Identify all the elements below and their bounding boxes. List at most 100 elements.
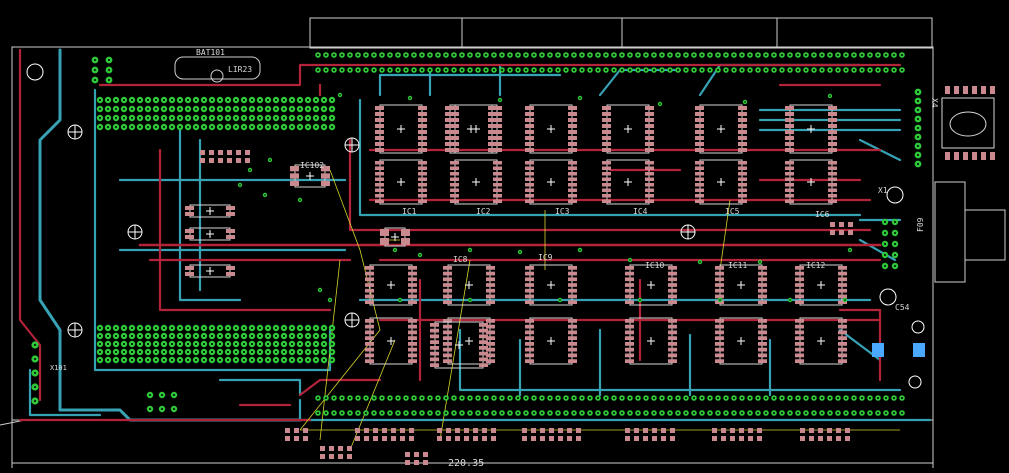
jumper-top-left	[91, 56, 113, 84]
chip-small-2	[185, 227, 235, 241]
edge-connector-bottom-drill	[637, 397, 639, 399]
edge-connector-bottom-drill	[389, 397, 391, 399]
edge-connector-bottom-drill	[437, 412, 439, 414]
resistor-array-1-pad	[364, 428, 369, 433]
header-bottom-left-drill	[291, 327, 293, 329]
chip-top-b-5-pad	[828, 183, 837, 187]
chip-bot-b-0-pad	[408, 336, 417, 340]
x4-outline	[949, 111, 987, 137]
edge-connector-top-drill	[389, 69, 391, 71]
chip-small-3-pad	[185, 266, 194, 270]
via-drill	[699, 261, 701, 263]
chip-small-4-pad	[401, 238, 410, 245]
chip-top-b-1-body	[454, 159, 498, 205]
chip-bot-extra-pad	[479, 323, 488, 327]
edge-connector-bottom-drill	[805, 412, 807, 414]
header-top-left-drill	[155, 117, 157, 119]
db9-connector-drill	[884, 254, 886, 256]
header-bottom-left-drill	[179, 335, 181, 337]
chip-top-a-2-pad	[568, 106, 577, 110]
edge-connector-bottom-drill	[813, 397, 815, 399]
label-f09: F09	[916, 217, 925, 232]
edge-connector-bottom-drill	[589, 412, 591, 414]
edge-connector-top-drill	[381, 69, 383, 71]
chip-bot-a-2-pad	[525, 283, 534, 287]
label-ic11: IC11	[728, 261, 747, 270]
chip-top-a-5-pad	[785, 142, 794, 146]
resistor-array-11-pad	[839, 222, 844, 227]
header-bottom-left-drill	[147, 359, 149, 361]
chip-top-a-0-pad	[375, 124, 384, 128]
chip-top-a-3-pad	[645, 130, 654, 134]
resistor-array-4-pad	[670, 428, 675, 433]
chip-top-a-0-pad	[375, 106, 384, 110]
chip-bot-b-1-pad	[486, 330, 495, 335]
chip-top-b-3-pad	[645, 172, 654, 176]
chip-bot-a-3-pad	[668, 300, 677, 304]
chip-bot-a-2-pad	[568, 271, 577, 276]
chip-top-a-1-pad	[493, 112, 502, 116]
chip-top-b-2-pad	[568, 194, 577, 198]
chip-bot-a-0-pad	[408, 294, 417, 299]
chip-top-a-4-pad	[738, 106, 747, 110]
chip-small-2-pad	[185, 235, 194, 239]
edge-connector-top-drill	[365, 54, 367, 56]
header-bottom-left-drill	[323, 327, 325, 329]
resistor-array-1-pad	[373, 428, 378, 433]
chip-bot-a-2-pad	[525, 271, 534, 276]
resistor-array-3-pad	[567, 436, 572, 441]
chip-bot-b-2-pad	[568, 336, 577, 340]
header-bottom-left-drill	[131, 327, 133, 329]
header-top-left-drill	[163, 126, 165, 128]
chip-top-b-4-pad	[738, 172, 747, 176]
chip-top-b-1	[450, 159, 502, 205]
edge-connector-bottom-drill	[845, 397, 847, 399]
chip-bot-b-5-pad	[795, 353, 804, 358]
small-connector-drill	[149, 394, 151, 396]
chip-bot-b-2-pad	[525, 347, 534, 352]
resistor-array-2-pad	[482, 436, 487, 441]
chip-top-extra-pad	[445, 112, 454, 116]
chip-bot-b-4-pad	[758, 353, 767, 358]
edge-connector-top-drill	[397, 54, 399, 56]
chip-top-b-4-pad	[695, 188, 704, 192]
chip-top-b-5-pad	[785, 161, 794, 165]
chip-bot-b-0-pad	[365, 324, 374, 329]
header-top-left-drill	[299, 99, 301, 101]
header-top-left-drill	[195, 108, 197, 110]
chip-bot-a-3-pad	[668, 266, 677, 270]
edge-connector-bottom-drill	[469, 397, 471, 399]
edge-connector-top-drill	[533, 69, 535, 71]
chip-bot-a-1-pad	[486, 271, 495, 276]
resistor-array-7-pad	[303, 436, 308, 441]
chip-bot-a-3-pad	[625, 277, 634, 282]
header-top-left-drill	[147, 108, 149, 110]
chip-top-b-5	[785, 159, 837, 205]
chip-bot-a-2-pad	[568, 288, 577, 293]
chip-bot-b-3-pad	[625, 330, 634, 335]
chip-small-4-pad	[380, 238, 389, 245]
edge-connector-top-drill	[709, 54, 711, 56]
header-bottom-left-drill	[267, 359, 269, 361]
header-bottom-left-drill	[227, 351, 229, 353]
chip-top-b-5-pad	[785, 183, 794, 187]
header-bottom-left-drill	[131, 343, 133, 345]
header-bottom-left-drill	[219, 335, 221, 337]
chip-top-extra-pad	[445, 130, 454, 134]
chip-top-a-1-pad	[450, 118, 459, 122]
chip-top-a-2-pad	[568, 148, 577, 152]
via-drill	[629, 259, 631, 261]
chip-bot-extra-pad	[430, 363, 439, 367]
chip-bot-b-3-pad	[668, 353, 677, 358]
resistor-array-4-pad	[634, 428, 639, 433]
header-top-left-drill	[187, 108, 189, 110]
edge-connector-bottom-drill	[413, 412, 415, 414]
header-top-left-drill	[219, 108, 221, 110]
resistor-array-1-pad	[373, 436, 378, 441]
chip-top-a-3-pad	[645, 124, 654, 128]
chip-bot-a-2-pad	[568, 277, 577, 282]
header-top-left-drill	[139, 117, 141, 119]
resistor-array-2-pad	[464, 436, 469, 441]
chip-top-b-2-pad	[568, 183, 577, 187]
